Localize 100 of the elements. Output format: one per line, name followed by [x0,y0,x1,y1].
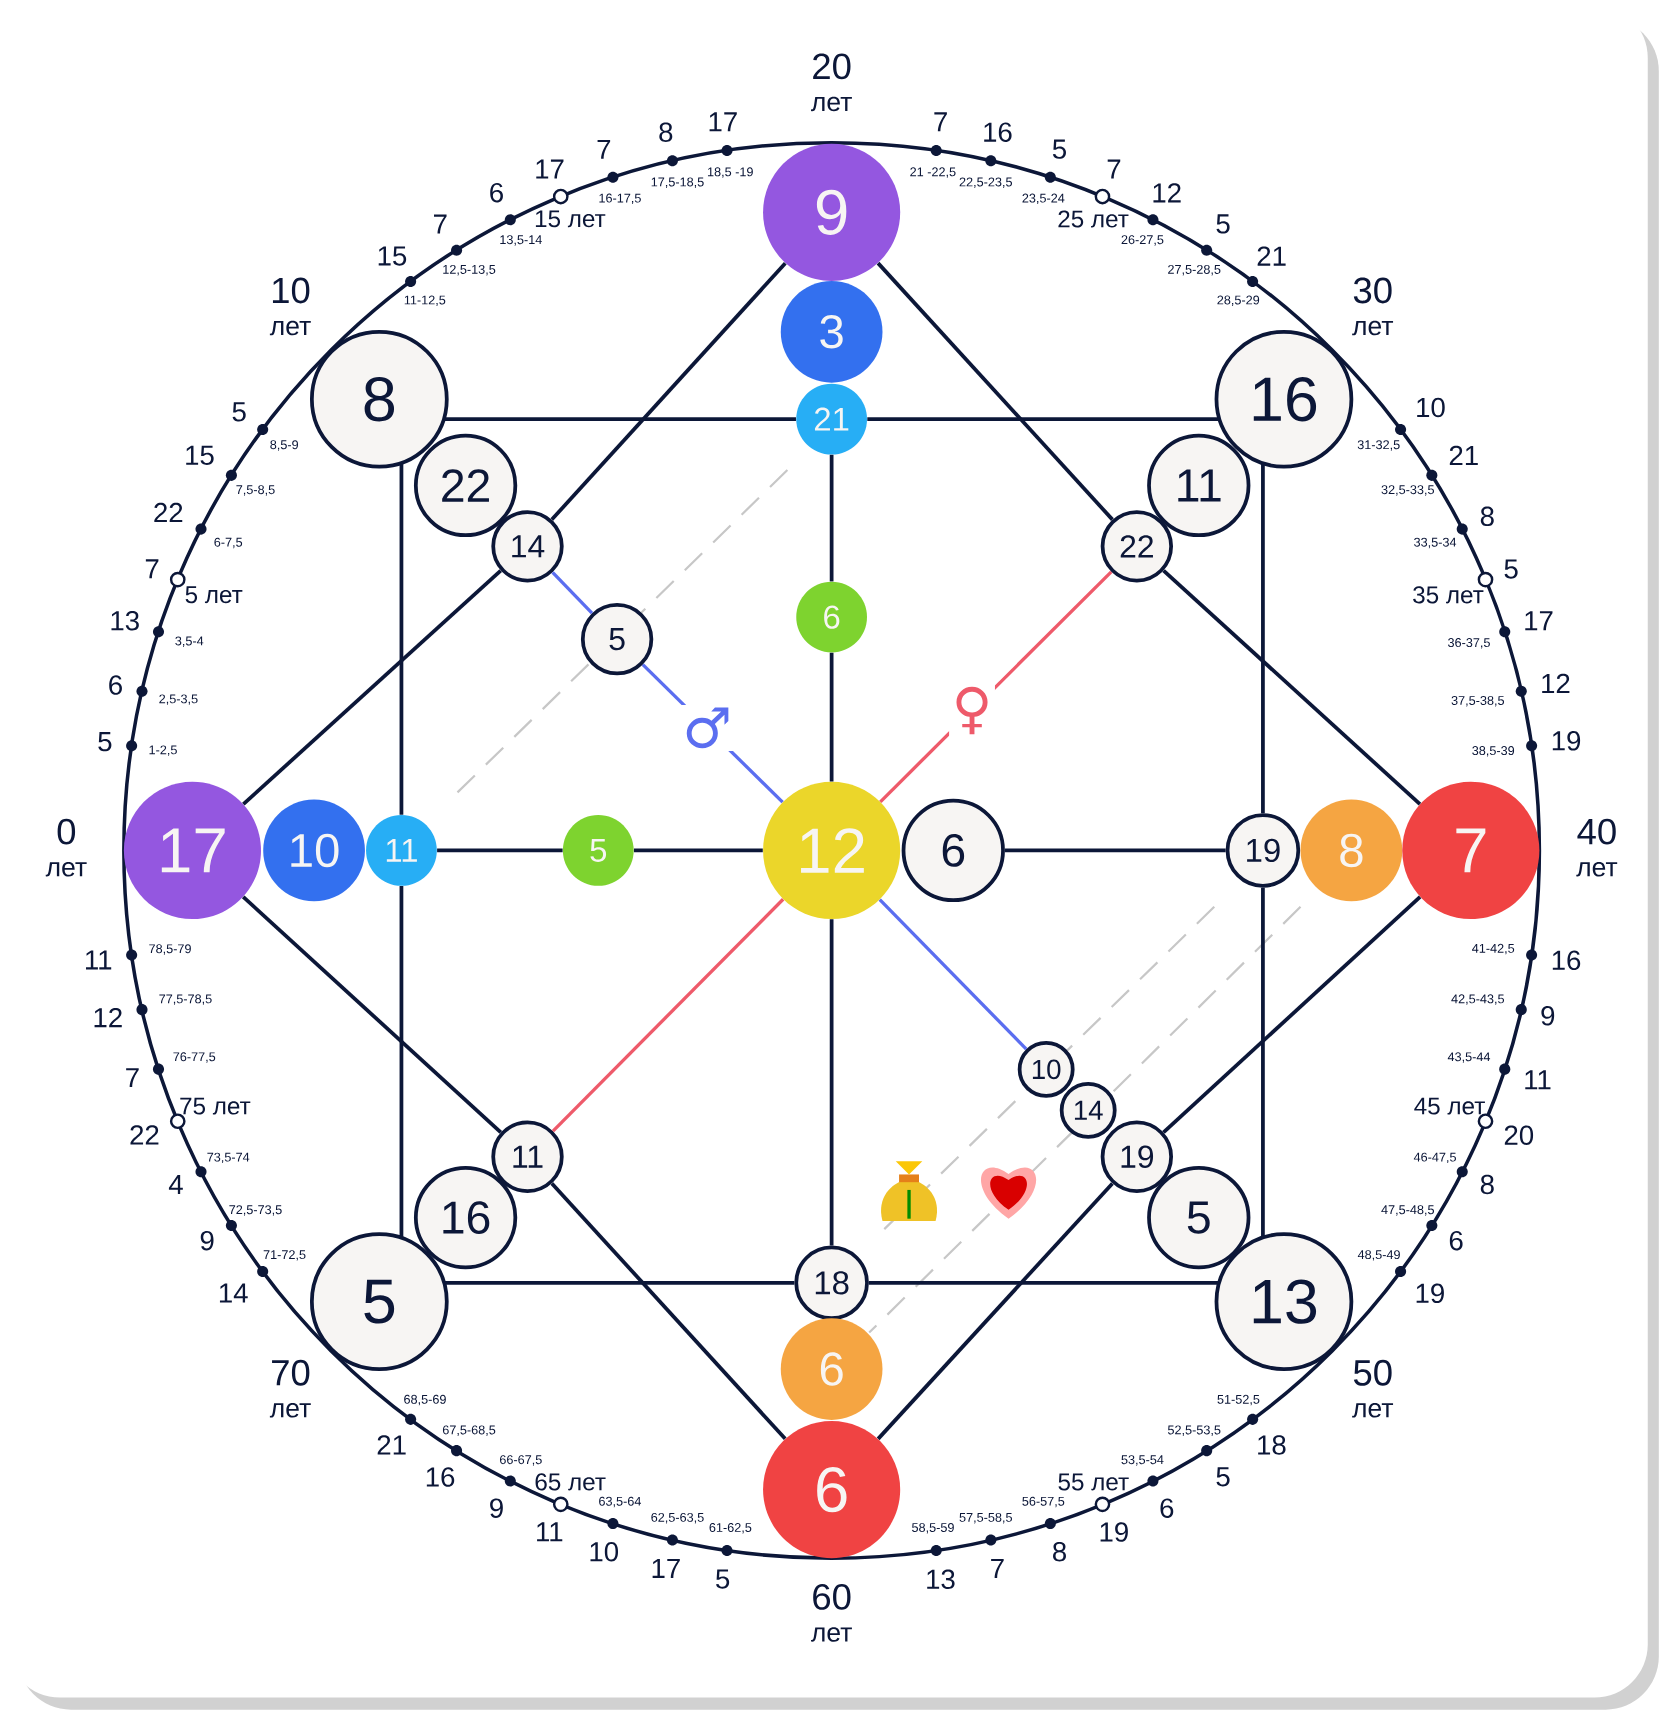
age-label: 5 лет [185,586,243,604]
age-range-label: 36-37,5 [1448,638,1491,649]
energy-number: 20 [1504,1125,1534,1145]
energy-number: 13 [111,610,139,631]
age-unit-label: лет [1352,1403,1394,1418]
energy-number: 22 [130,1125,159,1145]
energy-number: 11 [1525,1070,1551,1090]
connector-line [1261,463,1265,814]
energy-number: 21 [1257,246,1286,266]
energy-number: 6 [1449,1230,1463,1251]
energy-number: 17 [709,112,737,132]
age-range-label: 7,5-8,5 [236,485,275,496]
energy-number: 22 [154,502,183,523]
energy-number: 21 [1449,445,1478,466]
energy-number: 11 [86,950,112,970]
energy-number: 15 [186,445,214,465]
energy-number: 14 [220,1283,248,1303]
age-range-label: 63,5-64 [599,1496,642,1508]
energy-number: 8 [659,122,673,142]
age-range-label: 78,5-79 [149,944,191,955]
energy-number: 11 [537,1522,563,1542]
energy-number: 10 [1417,397,1445,418]
age-label: 35 лет [1413,586,1484,604]
age-range-label: 38,5-39 [1472,746,1515,757]
age-label: 15 лет [536,210,606,228]
age-label: 0 [57,818,76,845]
energy-number: 7 [597,139,611,159]
age-range-label: 6-7,5 [214,537,243,549]
age-range-label: 23,5-24 [1022,193,1065,205]
energy-number: 21 [377,1435,406,1455]
age-unit-label: лет [270,1403,311,1418]
energy-number: 7 [434,214,447,234]
connector-line [242,569,503,806]
energy-number: 8 [1053,1541,1067,1562]
energy-number: 12 [1153,183,1181,203]
age-range-label: 51-52,5 [1217,1394,1260,1406]
age-range-label: 3,5-4 [175,636,204,647]
age-range-label: 33,5-34 [1414,537,1457,549]
connector-line [443,417,797,421]
energy-number: 5 [1216,214,1230,234]
age-range-label: 68,5-69 [404,1394,446,1406]
age-unit-label: лет [811,96,852,112]
age-range-label: 37,5-38,5 [1451,696,1505,707]
age-range-label: 72,5-73,5 [229,1205,282,1216]
age-label: 30 [1353,277,1392,304]
energy-number: 12 [1542,673,1570,693]
energy-number: 17 [536,159,564,179]
age-range-label: 77,5-78,5 [159,994,212,1005]
age-range-label: 26-27,5 [1121,235,1164,246]
age-range-label: 58,5-59 [912,1523,954,1534]
energy-number: 5 [232,402,246,422]
age-unit-label: лет [811,1627,852,1642]
energy-number: 6 [109,675,123,695]
connector-line [1005,848,1226,853]
connector-line [634,848,763,853]
energy-number: 9 [490,1498,503,1518]
energy-number: 7 [126,1068,139,1088]
age-range-label: 42,5-43,5 [1451,994,1505,1005]
energy-number: 9 [1541,1006,1555,1026]
energy-number: 12 [94,1007,122,1028]
age-label: 40 [1577,818,1616,845]
age-range-label: 76-77,5 [173,1052,216,1063]
energy-number: 8 [1480,506,1494,527]
energy-number: 7 [934,112,947,132]
age-range-label: 62,5-63,5 [651,1512,704,1524]
age-range-label: 47,5-48,5 [1381,1205,1435,1216]
energy-number: 17 [652,1558,680,1578]
energy-number: 6 [490,182,504,203]
energy-number: 18 [1258,1435,1286,1455]
energy-number: 17 [1525,611,1553,631]
age-range-label: 57,5-58,5 [959,1512,1013,1524]
energy-number: 5 [98,732,112,752]
age-range-label: 16-17,5 [599,193,641,205]
edge-label: ♀ [949,684,996,737]
energy-number: 19 [1416,1283,1444,1304]
age-label: 55 лет [1058,1473,1129,1491]
age-unit-label: лет [270,320,311,336]
energy-number: 4 [169,1175,183,1194]
energy-number: 19 [1552,731,1581,751]
age-unit-label: лет [1352,320,1394,336]
age-label: 75 лет [180,1097,251,1115]
connector-line [550,261,787,521]
energy-number: 5 [716,1569,730,1589]
age-range-label: 66-67,5 [500,1455,542,1466]
energy-number: 16 [1552,950,1581,971]
energy-number: 16 [984,122,1012,142]
energy-number: 16 [426,1467,455,1487]
energy-number: 19 [1100,1522,1128,1542]
connector-line [1261,887,1265,1238]
age-range-label: 56-57,5 [1022,1496,1065,1508]
connector-line [829,454,834,582]
connector-line [399,886,404,1238]
connector-line [867,417,1220,421]
connector-line [399,462,404,815]
age-unit-label: лет [1576,861,1618,877]
age-range-label: 43,5-44 [1447,1052,1491,1063]
energy-number: 13 [927,1569,955,1590]
connector-line [437,848,563,853]
energy-number: 7 [145,559,159,579]
connector-line [242,895,503,1134]
